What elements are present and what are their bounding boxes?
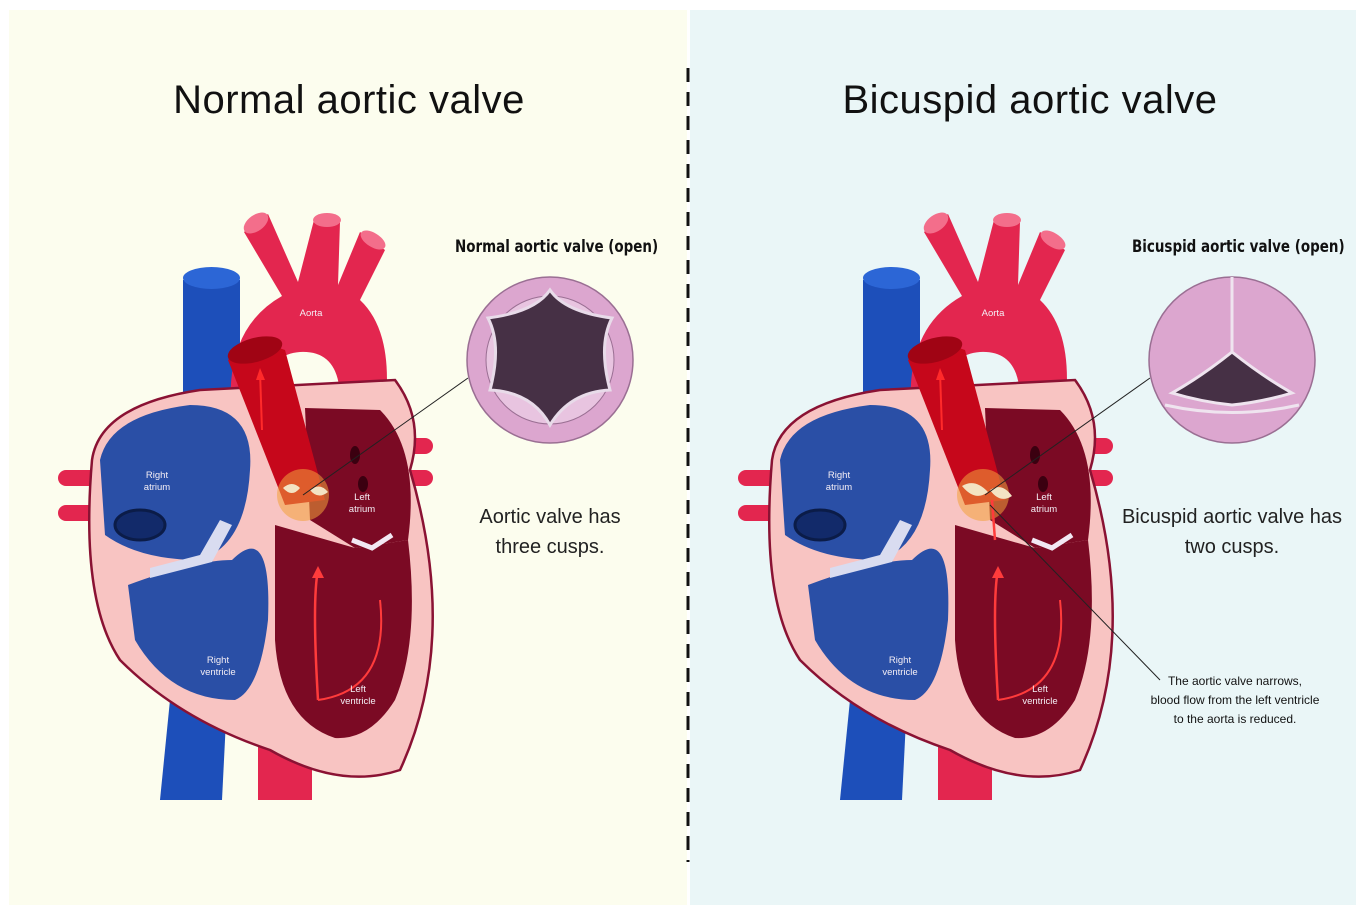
label-text: ventricle: [1005, 696, 1075, 708]
left-panel-title: Normal aortic valve: [9, 78, 689, 123]
normal-valve-closeup: [467, 277, 633, 443]
label-text: Left: [323, 684, 393, 696]
label-text: ventricle: [183, 667, 253, 679]
narrowing-note-line-3: to the aorta is reduced.: [1130, 710, 1340, 729]
label-text: Right: [183, 655, 253, 667]
right-panel-title: Bicuspid aortic valve: [690, 78, 1362, 123]
label-text: atrium: [327, 504, 397, 516]
bicuspid-description-line-1: Bicuspid aortic valve has: [1112, 502, 1352, 532]
bicuspid-description-line-2: two cusps.: [1112, 532, 1352, 562]
label-text: atrium: [804, 482, 874, 494]
normal-valve-caption: Normal aortic valve (open): [455, 237, 658, 257]
label-text: atrium: [122, 482, 192, 494]
label-text: Left: [1009, 492, 1079, 504]
normal-description-line-2: three cusps.: [455, 532, 645, 562]
label-text: atrium: [1009, 504, 1079, 516]
label-text: ventricle: [323, 696, 393, 708]
label-text: Right: [804, 470, 874, 482]
narrowing-note-line-2: blood flow from the left ventricle: [1130, 691, 1340, 710]
label-aorta-left: Aorta: [276, 308, 346, 320]
normal-valve-description: Aortic valve has three cusps.: [455, 502, 645, 562]
label-text: Right: [122, 470, 192, 482]
label-text: Left: [1005, 684, 1075, 696]
label-text: Right: [865, 655, 935, 667]
narrowing-note: The aortic valve narrows, blood flow fro…: [1130, 672, 1340, 729]
bicuspid-valve-description: Bicuspid aortic valve has two cusps.: [1112, 502, 1352, 562]
bicuspid-valve-closeup: [1149, 277, 1315, 443]
normal-description-line-1: Aortic valve has: [455, 502, 645, 532]
label-aorta-right: Aorta: [958, 308, 1028, 320]
narrowing-note-line-1: The aortic valve narrows,: [1130, 672, 1340, 691]
label-text: ventricle: [865, 667, 935, 679]
label-text: Left: [327, 492, 397, 504]
bicuspid-valve-caption: Bicuspid aortic valve (open): [1132, 237, 1345, 257]
